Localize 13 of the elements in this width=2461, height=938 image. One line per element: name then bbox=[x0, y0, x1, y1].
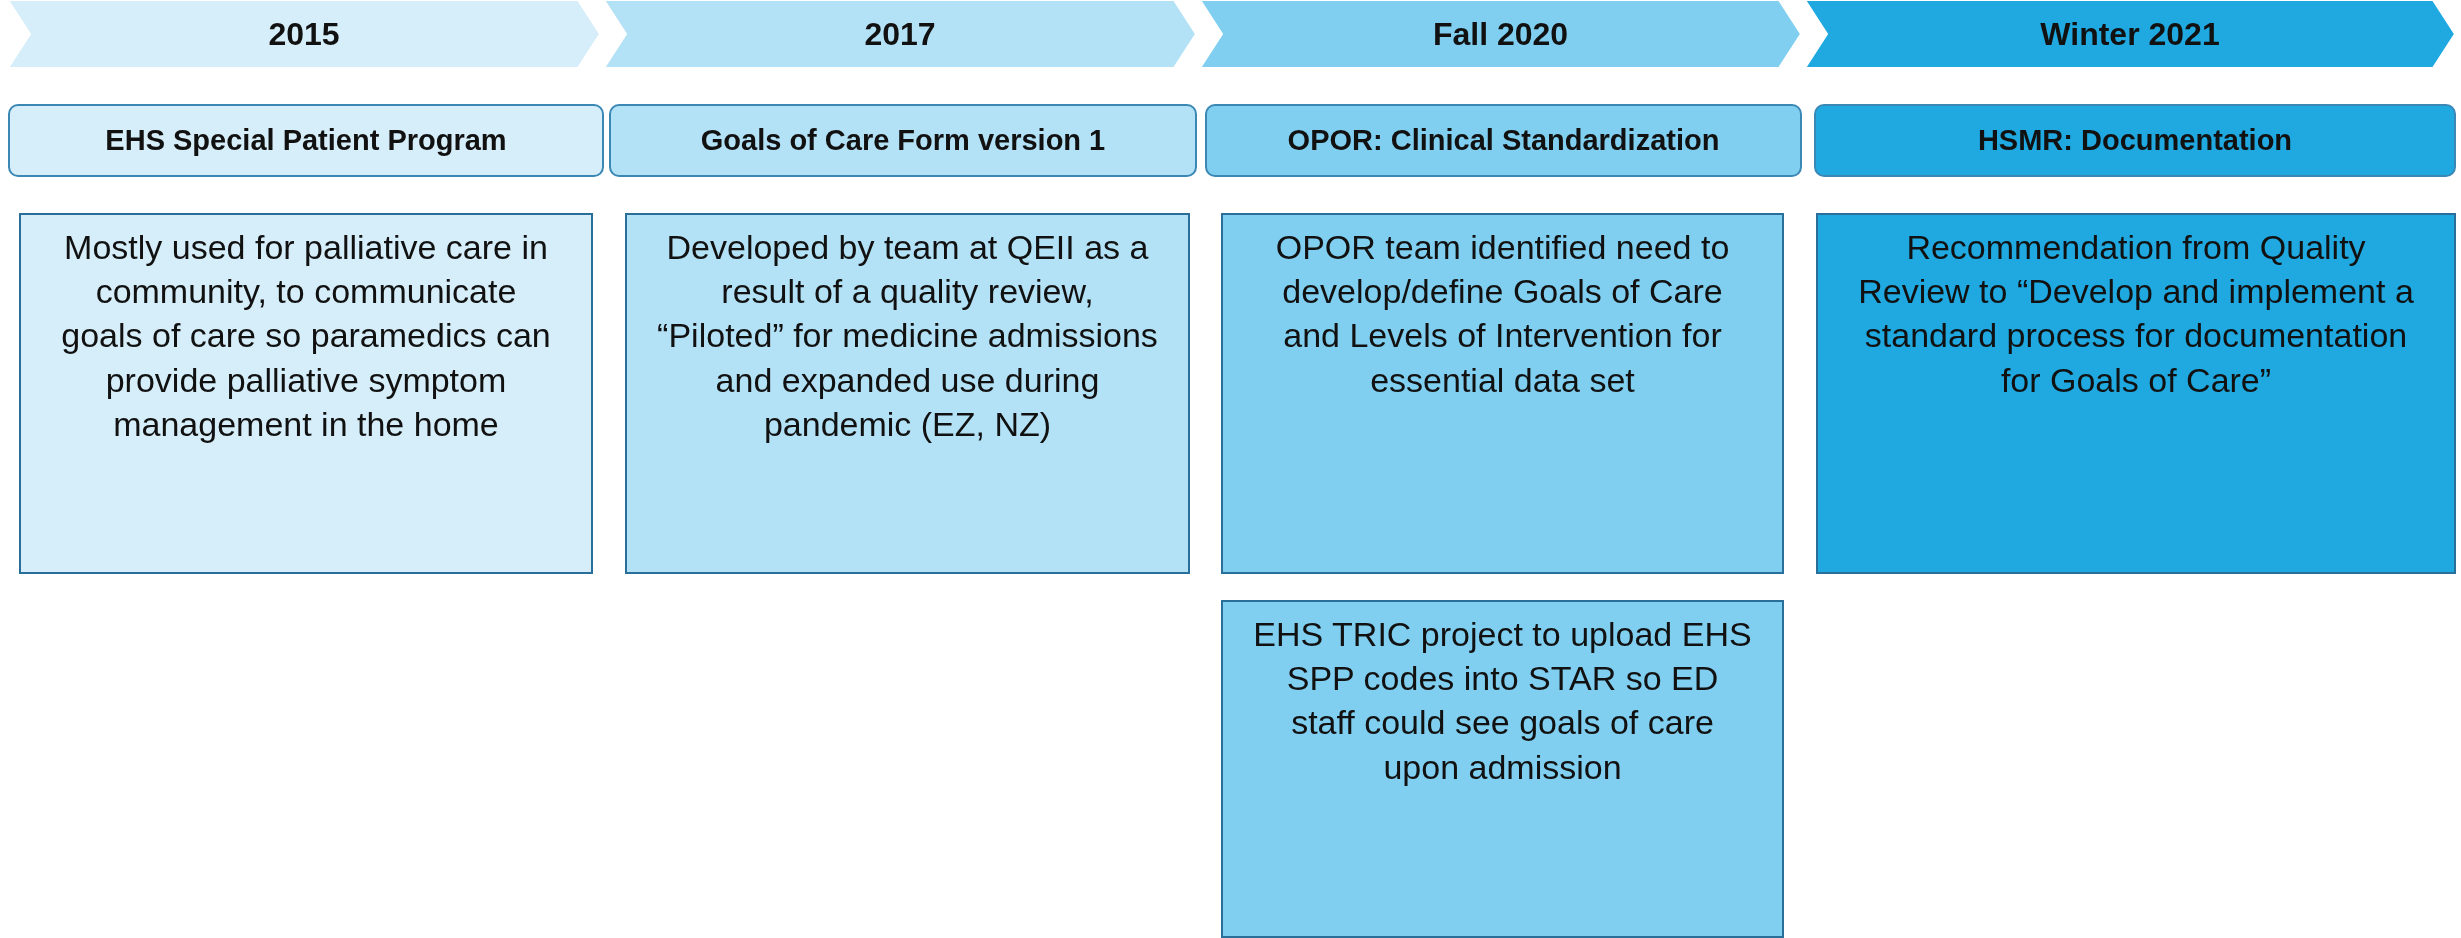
heading-box: HSMR: Documentation bbox=[1814, 104, 2456, 177]
year-banner: 2015 bbox=[8, 0, 600, 68]
text-box: Mostly used for palliative care in community, to communicate goals of care so paramedics can provide palliative symptom management in the home bbox=[19, 213, 593, 574]
heading-box: OPOR: Clinical Standardization bbox=[1205, 104, 1802, 177]
text-box: Recommendation from Quality Review to “Develop and implement a standard process for documentation for Goals of Care” bbox=[1816, 213, 2456, 574]
year-banner: Fall 2020 bbox=[1200, 0, 1801, 68]
year-banner: 2017 bbox=[604, 0, 1196, 68]
heading-box: EHS Special Patient Program bbox=[8, 104, 604, 177]
text-box: OPOR team identified need to develop/define Goals of Care and Levels of Intervention for essential data set bbox=[1221, 213, 1784, 574]
text-box: Developed by team at QEII as a result of a quality review, “Piloted” for medicine admissions and expanded use during pandemic (EZ, NZ) bbox=[625, 213, 1190, 574]
text-box: EHS TRIC project to upload EHS SPP codes into STAR so ED staff could see goals of care upon admission bbox=[1221, 600, 1784, 938]
heading-box: Goals of Care Form version 1 bbox=[609, 104, 1197, 177]
year-banner: Winter 2021 bbox=[1805, 0, 2455, 68]
